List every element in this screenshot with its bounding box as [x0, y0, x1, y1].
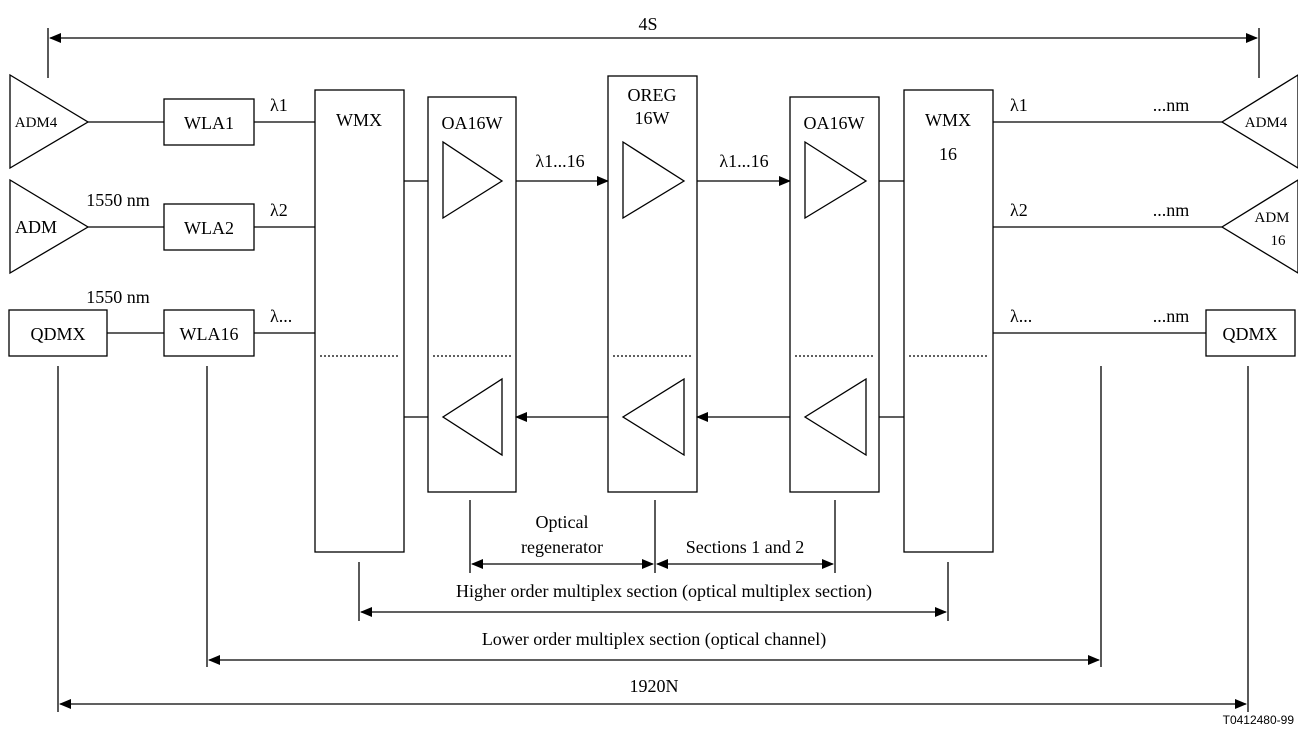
- link-label-2: λ1...16: [719, 151, 768, 171]
- right-adm16-label-1: ADM: [1254, 210, 1289, 226]
- lambda-1-right: λ1: [1010, 95, 1028, 115]
- oa16w-left-label: OA16W: [442, 113, 503, 133]
- right-adm4-label: ADM4: [1245, 115, 1288, 131]
- nm-label-2: 1550 nm: [86, 287, 150, 307]
- left-adm-triangle: [9, 178, 90, 275]
- left-adm-label: ADM: [15, 217, 57, 237]
- wla1: WLA1: [163, 98, 255, 146]
- nm-right-2: ...nm: [1153, 200, 1190, 220]
- left-qdmx-label: QDMX: [30, 324, 85, 344]
- oa16w-left: OA16W: [427, 96, 517, 493]
- amplifier-reverse-icon-right: [803, 377, 867, 457]
- wmx-left: WMX: [314, 89, 405, 553]
- right-adm16: ADM 16: [1220, 179, 1298, 274]
- lambda-3-right: λ...: [1010, 306, 1032, 326]
- lambda-3-left: λ...: [270, 306, 292, 326]
- optical-regen-label-1: Optical: [536, 512, 589, 532]
- link-label-1: λ1...16: [535, 151, 584, 171]
- span-4s-label: 4S: [638, 14, 657, 34]
- left-adm4-triangle: [9, 73, 90, 170]
- lambda-2-left: λ2: [270, 200, 288, 220]
- nm-right-3: ...nm: [1153, 306, 1190, 326]
- span-4s: 4S: [47, 14, 1260, 78]
- wmx-right-label-1: WMX: [925, 110, 971, 130]
- right-adm16-triangle: [1220, 179, 1298, 274]
- wla2-label: WLA2: [184, 218, 234, 238]
- oreg-label-2: 16W: [635, 108, 670, 128]
- left-adm4: ADM4: [9, 73, 90, 170]
- lambda-1-left: λ1: [270, 95, 288, 115]
- oa16w-right: OA16W: [789, 96, 880, 493]
- wmx-left-label: WMX: [336, 110, 382, 130]
- left-adm: ADM: [9, 178, 90, 275]
- lower-order-label: Lower order multiplex section (optical c…: [482, 629, 826, 650]
- span-1920n-label: 1920N: [630, 676, 679, 696]
- nm-right-1: ...nm: [1153, 95, 1190, 115]
- wla16-label: WLA16: [180, 324, 239, 344]
- wmx-right-label-2: 16: [939, 144, 957, 164]
- right-adm4-triangle: [1220, 74, 1298, 169]
- regenerator-reverse-icon: [621, 377, 685, 457]
- wmx-right: WMX 16: [903, 89, 994, 553]
- oreg-16w: OREG 16W: [607, 75, 698, 493]
- right-adm4: ADM4: [1220, 74, 1298, 169]
- wla16: WLA16: [163, 309, 255, 357]
- regenerator-forward-icon: [622, 140, 686, 220]
- wla1-label: WLA1: [184, 113, 234, 133]
- amplifier-reverse-icon: [441, 377, 503, 457]
- oa16w-right-label: OA16W: [804, 113, 865, 133]
- nm-label-1: 1550 nm: [86, 190, 150, 210]
- amplifier-forward-icon-right: [804, 140, 868, 220]
- left-adm4-label: ADM4: [15, 115, 58, 131]
- wla2: WLA2: [163, 203, 255, 251]
- oreg-label-1: OREG: [628, 85, 677, 105]
- amplifier-forward-icon: [442, 140, 504, 220]
- higher-order-label: Higher order multiplex section (optical …: [456, 581, 872, 602]
- optical-regen-label-2: regenerator: [521, 537, 603, 557]
- lambda-2-right: λ2: [1010, 200, 1028, 220]
- left-qdmx: QDMX: [8, 309, 108, 357]
- right-adm16-label-2: 16: [1271, 233, 1287, 249]
- right-qdmx-label: QDMX: [1222, 324, 1277, 344]
- right-qdmx: QDMX: [1205, 309, 1296, 357]
- sections-1-2-label: Sections 1 and 2: [686, 537, 805, 557]
- figure-id: T0412480-99: [1223, 713, 1295, 727]
